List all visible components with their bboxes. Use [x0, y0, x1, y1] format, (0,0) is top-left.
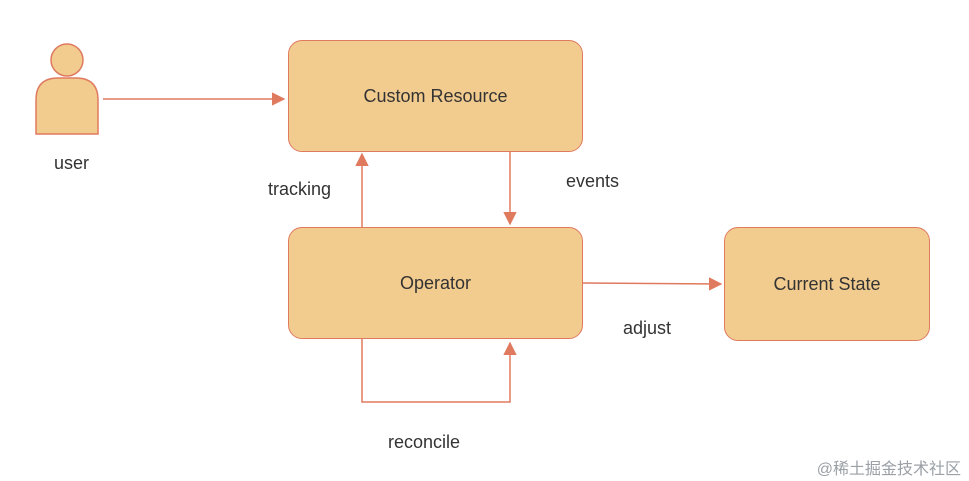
- arrow-adjust: [582, 277, 723, 291]
- edge-events-label: events: [566, 171, 620, 191]
- node-custom-resource: Custom Resource: [288, 40, 583, 152]
- actor-user-label: user: [54, 153, 90, 173]
- edge-reconcile-label: reconcile: [388, 432, 461, 452]
- node-operator: Operator: [288, 227, 583, 339]
- edge-adjust-label: adjust: [623, 318, 672, 338]
- node-current-state: Current State: [724, 227, 930, 341]
- node-operator-label: Operator: [399, 272, 472, 293]
- arrow-reconcile-loop: [361, 339, 517, 403]
- edge-tracking-label: tracking: [268, 179, 332, 199]
- watermark: @稀土掘金技术社区: [816, 461, 961, 478]
- node-current-state-label: Current State: [773, 273, 881, 294]
- node-custom-resource-label: Custom Resource: [363, 85, 508, 106]
- user-icon: [35, 43, 99, 135]
